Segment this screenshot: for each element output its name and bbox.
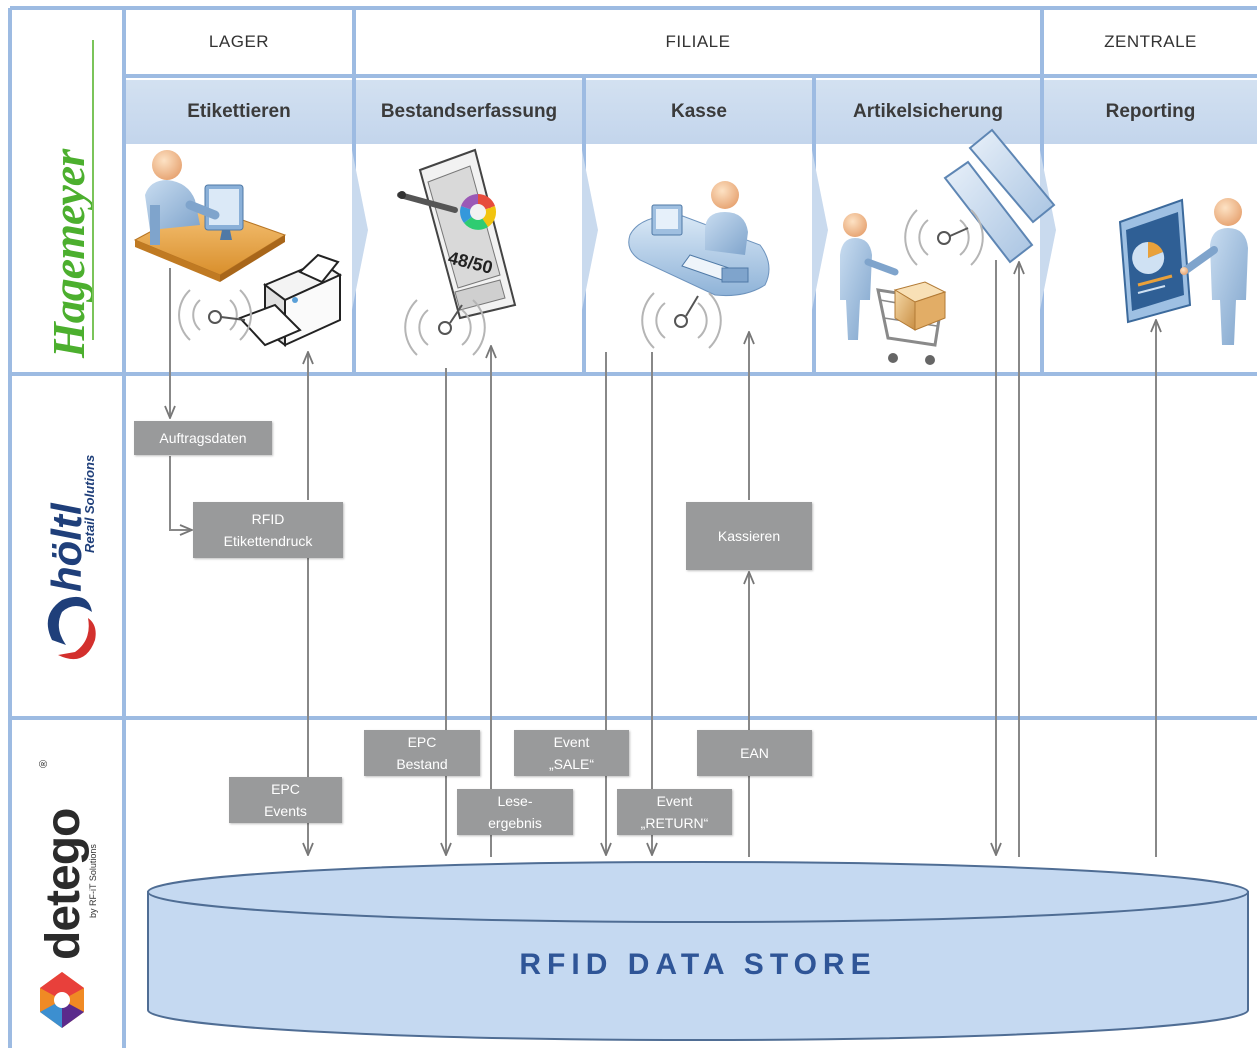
- handheld-reader-icon: 48/50: [397, 148, 517, 320]
- box-auftragsdaten: Auftragsdaten: [134, 421, 272, 455]
- rfid-signal-icon: [904, 209, 984, 266]
- box-kassieren: Kassieren: [686, 502, 812, 570]
- office-worker-icon: [133, 150, 287, 282]
- detego-registered-mark: ®: [38, 759, 50, 768]
- rfid-signal-icon: [641, 292, 722, 349]
- section-lager: LAGER: [208, 32, 270, 51]
- process-reporting: Reporting: [1044, 80, 1257, 144]
- box-epc-bestand: EPC Bestand: [364, 730, 480, 776]
- box-event-sale: Event „SALE“: [514, 730, 629, 776]
- cashier-icon: [628, 181, 770, 296]
- reporting-dashboard-icon: [1118, 198, 1192, 324]
- box-rfid-etikettendruck: RFID Etikettendruck: [193, 502, 343, 558]
- process-artikelsicherung: Artikelsicherung: [816, 80, 1040, 144]
- shopper-with-cart-icon: [840, 213, 947, 365]
- detego-logo: detego: [37, 808, 90, 960]
- arrow-etikettendruck: [169, 456, 192, 530]
- box-event-return: Event „RETURN“: [617, 789, 732, 835]
- detego-subtitle: by RF-iT Solutions: [88, 844, 98, 918]
- analyst-person-icon: [1180, 198, 1248, 345]
- box-ean: EAN: [697, 730, 812, 776]
- printer-icon: [238, 253, 343, 347]
- section-filiale: FILIALE: [665, 32, 731, 51]
- section-zentrale: ZENTRALE: [1104, 32, 1197, 51]
- security-gate-icon: [943, 128, 1056, 264]
- hagemeyer-logo-rule: [92, 40, 94, 340]
- rfid-signal-icon: [178, 289, 252, 341]
- process-etikettieren: Etikettieren: [126, 80, 352, 144]
- process-bestandserfassung: Bestandserfassung: [356, 80, 582, 144]
- box-leseergebnis: Lese- ergebnis: [457, 789, 573, 835]
- box-epc-events: EPC Events: [229, 777, 342, 823]
- datastore-label: RFID DATA STORE: [519, 948, 877, 981]
- process-kasse: Kasse: [586, 80, 812, 144]
- rfid-signal-icon: [404, 299, 486, 356]
